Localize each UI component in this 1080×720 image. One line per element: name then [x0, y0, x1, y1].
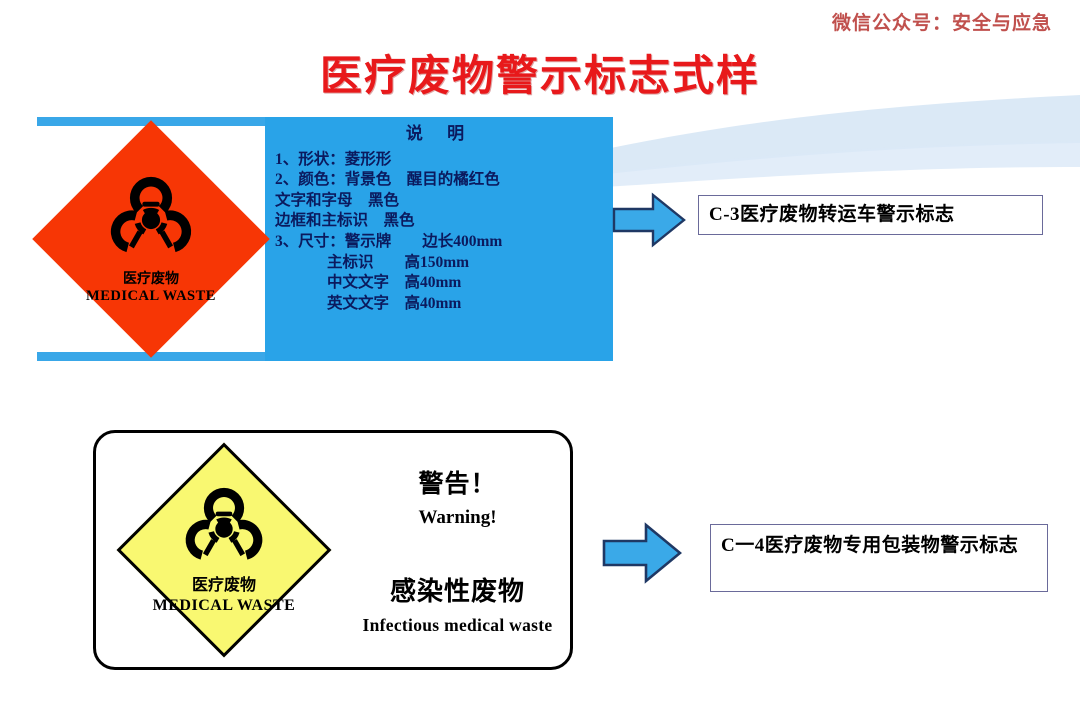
- sign-chinese-label: 医疗废物: [123, 269, 179, 286]
- sign-english-label: MEDICAL WASTE: [86, 287, 216, 304]
- label-english-label: MEDICAL WASTE: [152, 597, 295, 614]
- right-arrow-icon: [602, 522, 683, 589]
- warning-chinese-text: 警告！: [418, 470, 497, 498]
- packaging-label-card: 医疗废物 MEDICAL WASTE 警告！ Warning! 感染性废物 In…: [93, 430, 573, 670]
- transport-sign-panel: 医疗废物 MEDICAL WASTE: [32, 117, 270, 361]
- caption-packaging-label: C一4医疗废物专用包装物警示标志: [710, 524, 1048, 592]
- description-line: 边框和主标识 黑色: [275, 212, 415, 230]
- label-chinese-label: 医疗废物: [191, 577, 256, 594]
- warning-english-text: Warning!: [418, 507, 497, 528]
- description-line: 3、尺寸：警示牌 边长400mm: [275, 233, 503, 251]
- description-line: 文字和字母 黑色: [275, 191, 400, 209]
- label-diamond-cell: 医疗废物 MEDICAL WASTE: [96, 430, 351, 670]
- right-arrow-icon: [612, 192, 686, 253]
- top-specimen-row: 医疗废物 MEDICAL WASTE 说 明 1、形状：菱形形 2、颜色：背景色…: [32, 117, 615, 361]
- biohazard-icon: [103, 175, 199, 265]
- infectious-chinese-text: 感染性废物: [389, 576, 525, 606]
- caption-transport-sign: C-3医疗废物转运车警示标志: [698, 195, 1043, 235]
- description-line: 2、颜色：背景色 醒目的橘红色: [275, 171, 500, 189]
- description-line: 英文文字 高40mm: [327, 294, 462, 312]
- description-line: 主标识 高150mm: [327, 253, 470, 271]
- description-line: 中文文字 高40mm: [327, 274, 462, 292]
- page-title: 医疗废物警示标志式样: [319, 52, 760, 99]
- medical-waste-diamond-sign: 医疗废物 MEDICAL WASTE: [32, 120, 270, 358]
- biohazard-icon: [178, 486, 270, 572]
- watermark-text: 微信公众号：安全与应急: [831, 13, 1052, 34]
- description-panel: 说 明 1、形状：菱形形 2、颜色：背景色 醒目的橘红色 文字和字母 黑色 边框…: [265, 117, 613, 361]
- description-heading: 说 明: [405, 124, 475, 143]
- infectious-english-text: Infectious medical waste: [362, 615, 553, 635]
- medical-waste-diamond-label: 医疗废物 MEDICAL WASTE: [116, 442, 331, 658]
- description-line: 1、形状：菱形形: [275, 150, 392, 168]
- label-text-cell: 警告！ Warning! 感染性废物 Infectious medical wa…: [351, 430, 570, 670]
